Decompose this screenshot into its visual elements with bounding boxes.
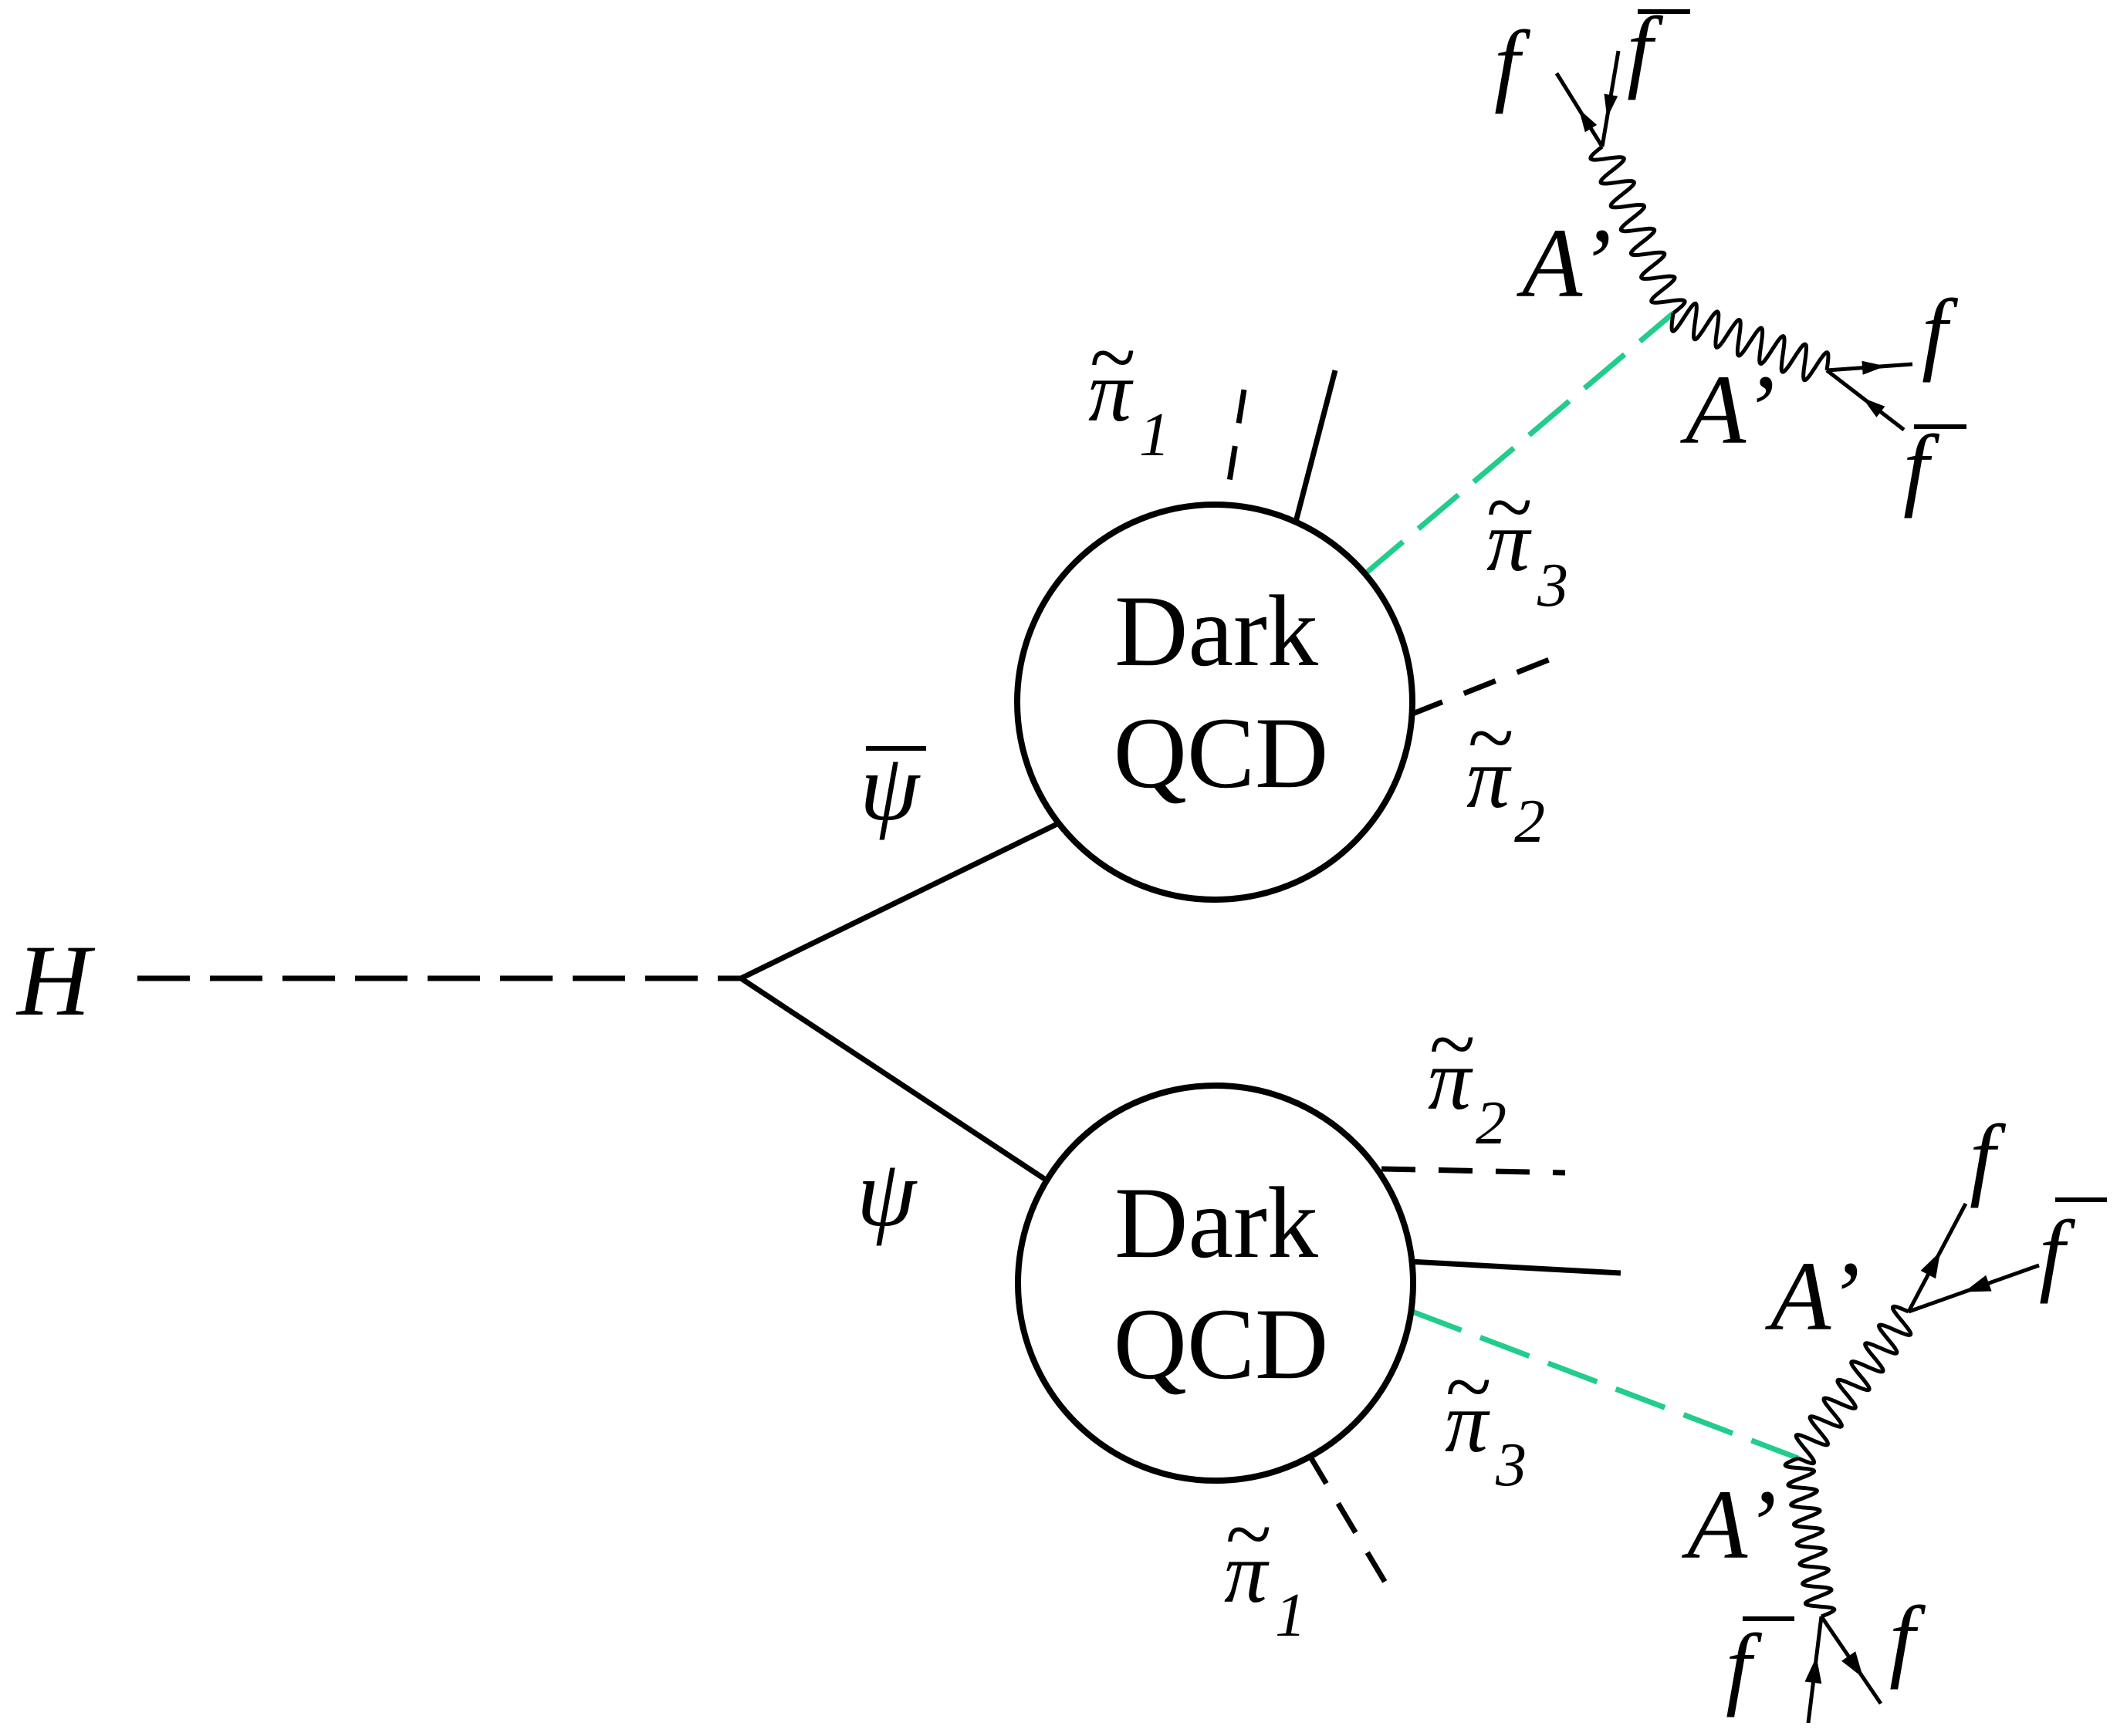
lower-pi1-dashed-line xyxy=(1306,1453,1396,1597)
antifermion-arrow-icon xyxy=(1963,1275,1992,1292)
lower-pi2-dashed-line xyxy=(1381,1166,1566,1176)
antifermion-arrow-icon xyxy=(1604,93,1618,118)
top-fbar-label: f xyxy=(1627,0,1690,100)
upper-pi3-green-line xyxy=(1361,311,1676,578)
upper-pi1-label: ~ π 1 xyxy=(1088,310,1170,469)
fbar-symbol: f xyxy=(1726,1615,1763,1717)
psi-bar-line xyxy=(739,816,1068,981)
pi-subscript: 3 xyxy=(1537,552,1568,620)
right-f-label: f xyxy=(1922,280,1959,383)
bottom-upper-f-label: f xyxy=(1970,1106,2007,1208)
upper-blob-qcd-text: QCD xyxy=(1114,696,1329,809)
fbar-symbol: f xyxy=(2039,1201,2076,1304)
pi-symbol: π xyxy=(1428,1032,1473,1128)
tilde-accent: ~ xyxy=(1468,691,1514,785)
lower-blob-qcd-text: QCD xyxy=(1114,1287,1329,1400)
upper-dark-qcd-blob xyxy=(1014,502,1415,903)
antifermion-arrow-icon xyxy=(1804,1657,1822,1684)
upper-blob-dark-text: Dark xyxy=(1114,574,1318,687)
fermion-arrow-icon xyxy=(1862,360,1885,375)
fermion-arrow-icon xyxy=(1578,109,1598,133)
tilde-accent: ~ xyxy=(1226,1487,1272,1581)
higgs-label: H xyxy=(15,924,96,1037)
bottom-A-prime-label-2: A’ xyxy=(1682,1470,1777,1579)
right-fbar-label: f xyxy=(1903,416,1966,518)
fermion-arrow-icon xyxy=(1841,1651,1864,1678)
psi-bar-label: ψ xyxy=(860,735,926,840)
upper-jet-line xyxy=(1292,370,1338,525)
psi-line xyxy=(739,976,1054,1187)
pi-symbol: π xyxy=(1224,1525,1270,1621)
upper-pi1-dashed-line xyxy=(1222,389,1247,506)
lower-pi2-label: ~ π 2 xyxy=(1428,997,1506,1157)
pi-symbol: π xyxy=(1088,344,1134,440)
lower-dark-photon-wave-a xyxy=(1794,1304,1913,1466)
lower-pi1-label: ~ π 1 xyxy=(1224,1487,1306,1650)
bottom-lower-fbar-label: f xyxy=(1726,1615,1794,1717)
pi-subscript: 2 xyxy=(1476,1089,1506,1157)
lower-jet-line xyxy=(1408,1258,1621,1276)
lower-dark-photon-wave-b xyxy=(1783,1456,1837,1619)
pi-subscript: 2 xyxy=(1514,788,1545,856)
lower-blob-dark-text: Dark xyxy=(1114,1166,1318,1279)
upper-dark-photon-wave-a xyxy=(1588,145,1687,315)
upper-dark-photon-wave-b xyxy=(1669,301,1831,383)
pi-subscript: 1 xyxy=(1139,401,1170,469)
bottom-upper-fbar-label: f xyxy=(2039,1197,2107,1304)
tilde-accent: ~ xyxy=(1486,460,1533,554)
pi-subscript: 3 xyxy=(1495,1431,1527,1499)
fbar-symbol: f xyxy=(1627,0,1664,100)
tilde-accent: ~ xyxy=(1090,310,1136,404)
upper-pi2-label: ~ π 2 xyxy=(1466,691,1545,856)
antifermion-arrow-icon xyxy=(1862,397,1885,417)
bottom-A-prime-label-1: A’ xyxy=(1765,1241,1860,1351)
bottom-lower-f-label: f xyxy=(1889,1587,1926,1690)
pi-subscript: 1 xyxy=(1275,1582,1306,1650)
top-f-label: f xyxy=(1494,12,1531,114)
tilde-accent: ~ xyxy=(1429,997,1476,1091)
pi-symbol: π xyxy=(1486,494,1532,589)
fermion-arrow-icon xyxy=(1920,1251,1941,1279)
top-A-prime-label-1: A’ xyxy=(1517,208,1611,318)
pi-symbol: π xyxy=(1466,731,1512,826)
upper-pi2-dashed-line xyxy=(1409,650,1568,718)
tilde-accent: ~ xyxy=(1446,1339,1492,1434)
lower-pi3-label: ~ π 3 xyxy=(1445,1339,1527,1499)
psi-bar-symbol: ψ xyxy=(860,735,921,840)
top-A-prime-label-2: A’ xyxy=(1680,355,1775,464)
pi-symbol: π xyxy=(1445,1375,1490,1471)
fbar-symbol: f xyxy=(1903,416,1940,518)
psi-label: ψ xyxy=(857,1140,918,1246)
upper-pi3-label: ~ π 3 xyxy=(1486,460,1568,620)
lower-dark-qcd-blob xyxy=(1015,1082,1416,1484)
